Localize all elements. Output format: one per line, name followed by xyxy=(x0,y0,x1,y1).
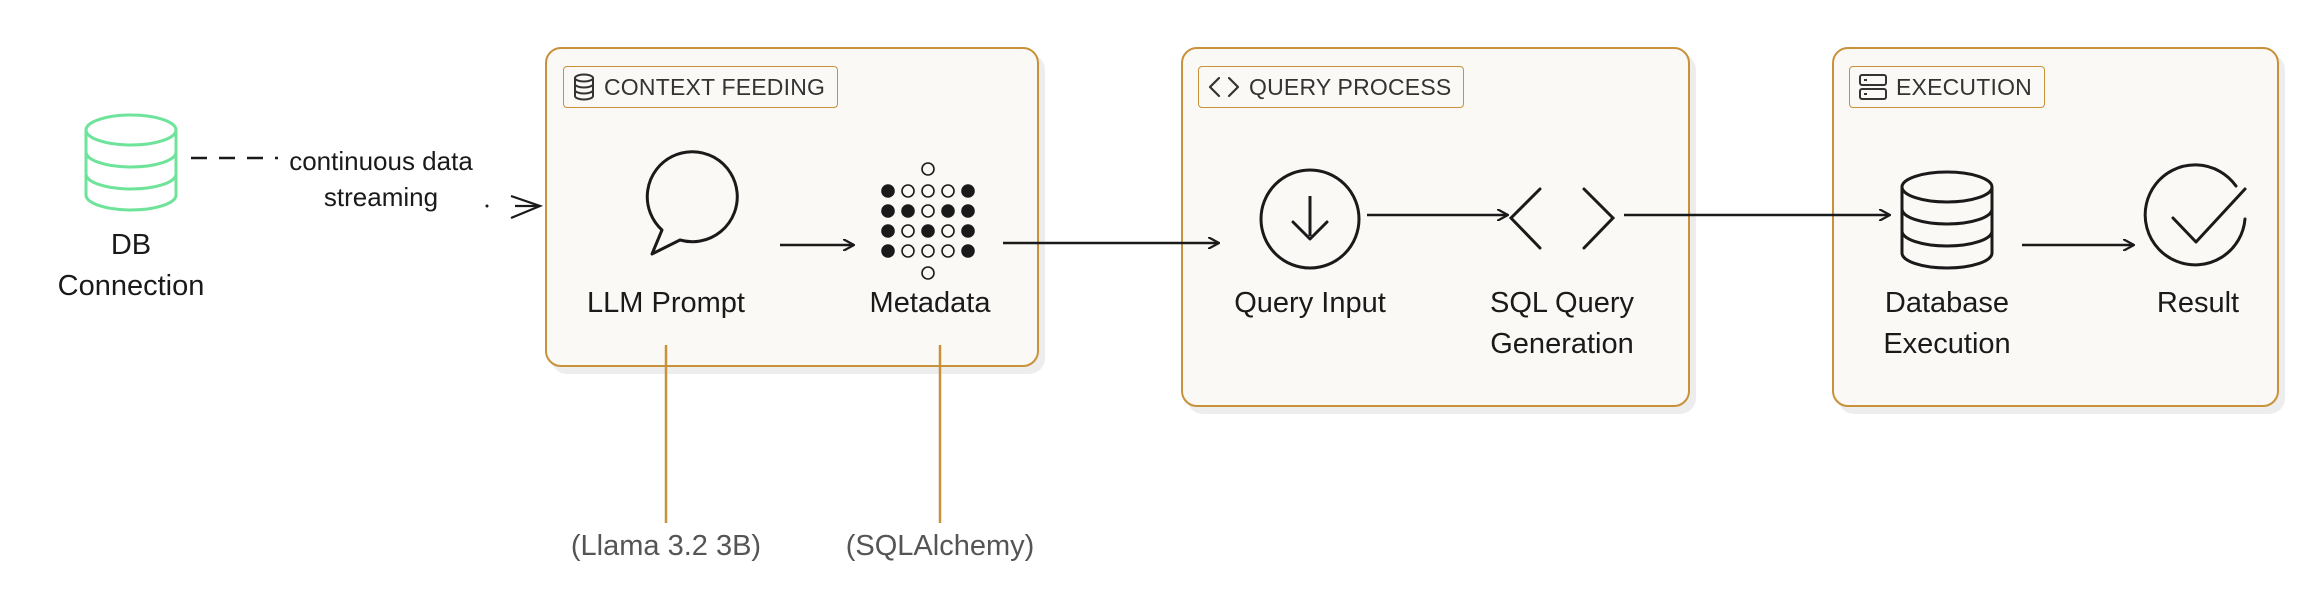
check-circle-icon xyxy=(2143,163,2247,267)
node-label-database-execution: Database Execution xyxy=(1847,283,2047,365)
streaming-edge-label: continuous data streaming xyxy=(271,143,491,215)
streaming-edge-label-line1: continuous data xyxy=(289,146,473,176)
metadata-dot xyxy=(901,224,915,238)
metadata-dot xyxy=(941,204,955,218)
db-connection-label: DB Connection xyxy=(31,225,231,307)
panel-header-query-process: QUERY PROCESS xyxy=(1198,66,1465,108)
node-label-line1: SQL Query xyxy=(1490,287,1634,319)
node-label-llm-prompt: LLM Prompt xyxy=(566,283,766,324)
code-brackets-icon xyxy=(1208,76,1240,98)
dot-matrix-icon xyxy=(881,162,975,280)
panel-header-label: QUERY PROCESS xyxy=(1249,73,1452,100)
node-label-query-input: Query Input xyxy=(1210,283,1410,324)
metadata-dot xyxy=(921,244,935,258)
node-label-line1: Result xyxy=(2156,287,2240,319)
node-label-line1: Query Input xyxy=(1234,287,1386,319)
note-sqlalchemy: (SQLAlchemy) xyxy=(845,530,1035,562)
database-icon xyxy=(574,73,594,101)
db-connection-label-line2: Connection xyxy=(57,270,205,302)
panel-header-label: EXECUTION xyxy=(1896,73,2032,100)
speech-bubble-icon xyxy=(645,150,739,256)
streaming-edge-dot xyxy=(485,204,489,208)
metadata-dot xyxy=(901,244,915,258)
database-icon xyxy=(1900,170,1994,270)
note-llama: (Llama 3.2 3B) xyxy=(570,530,762,562)
angle-brackets-icon xyxy=(1508,187,1616,250)
metadata-dot xyxy=(921,162,935,176)
metadata-dot xyxy=(921,184,935,198)
metadata-dot xyxy=(881,184,895,198)
arrow-down-circle-icon xyxy=(1259,168,1361,270)
metadata-dot xyxy=(901,184,915,198)
node-label-result: Result xyxy=(2098,283,2298,324)
metadata-dot xyxy=(901,204,915,218)
metadata-dot xyxy=(941,244,955,258)
metadata-dot xyxy=(881,244,895,258)
metadata-dot xyxy=(961,204,975,218)
streaming-edge-label-line2: streaming xyxy=(323,182,439,212)
node-label-sql-query-generation: SQL Query Generation xyxy=(1462,283,1662,365)
metadata-dot xyxy=(961,224,975,238)
metadata-dot xyxy=(961,184,975,198)
db-connection-label-line1: DB xyxy=(110,229,152,261)
db-connection-icon xyxy=(84,113,178,212)
panel-header-label: CONTEXT FEEDING xyxy=(604,73,826,100)
node-label-line1: Database xyxy=(1884,287,2010,319)
metadata-dot xyxy=(881,224,895,238)
metadata-dot xyxy=(961,244,975,258)
metadata-dot xyxy=(881,204,895,218)
node-label-line2: Generation xyxy=(1490,328,1634,360)
metadata-dot xyxy=(941,224,955,238)
node-label-line1: Metadata xyxy=(869,287,991,319)
node-label-line1: LLM Prompt xyxy=(587,287,745,319)
metadata-dot xyxy=(921,224,935,238)
server-icon xyxy=(1859,74,1887,100)
panel-header-execution: EXECUTION xyxy=(1849,66,2045,108)
metadata-dot xyxy=(941,184,955,198)
metadata-dot xyxy=(921,204,935,218)
metadata-dot xyxy=(921,266,935,280)
node-label-line2: Execution xyxy=(1883,328,2011,360)
panel-header-context-feeding: CONTEXT FEEDING xyxy=(563,66,839,108)
node-label-metadata: Metadata xyxy=(830,283,1030,324)
